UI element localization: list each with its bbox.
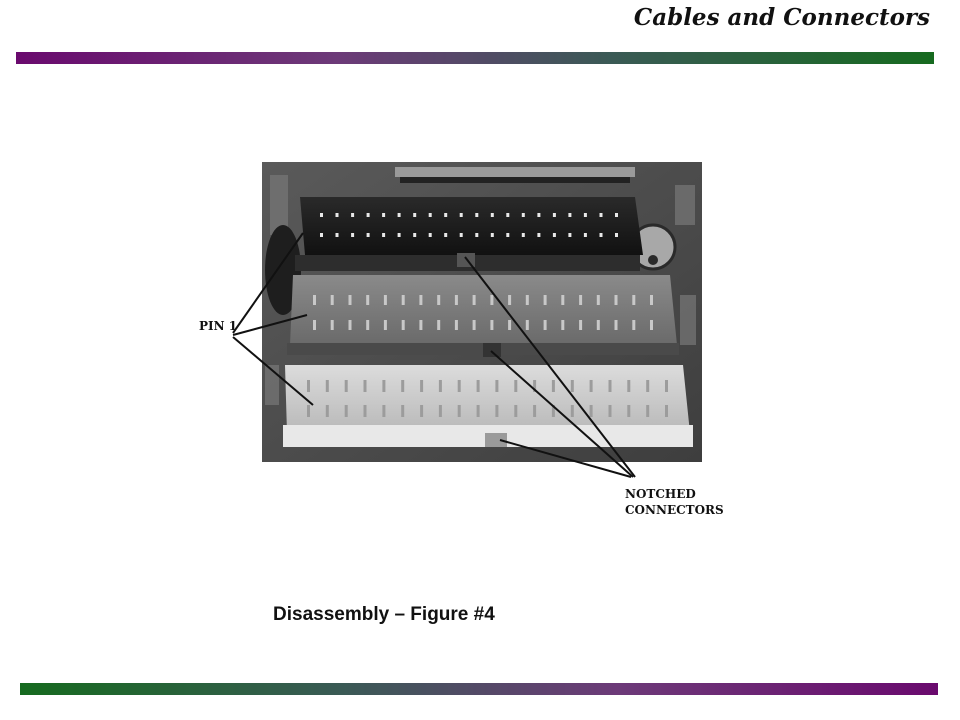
bottom-divider [20, 683, 938, 695]
top-divider [16, 52, 934, 64]
notched-connectors-label: NOTCHED CONNECTORS [625, 486, 724, 518]
connector-photo [195, 155, 725, 525]
notched-label-line-1: NOTCHED [625, 487, 696, 501]
pin-1-label: PIN 1 [199, 319, 238, 333]
slide-title: Cables and Connectors [633, 4, 930, 31]
notched-label-line-2: CONNECTORS [625, 503, 724, 517]
figure-caption: Disassembly – Figure #4 [273, 604, 495, 625]
